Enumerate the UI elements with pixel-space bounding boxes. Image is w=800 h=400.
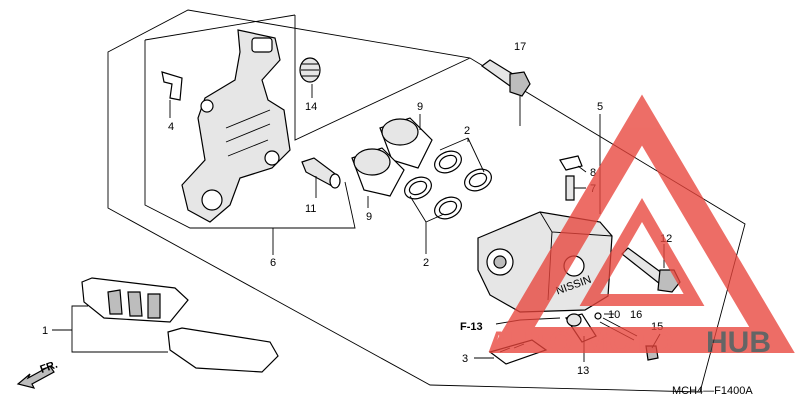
label-part-3: 3: [462, 353, 468, 365]
label-part-14: 14: [305, 101, 317, 113]
label-part-4: 4: [168, 121, 174, 133]
label-part-2-lower: 2: [423, 257, 429, 269]
assembly-outline: [107, 9, 746, 393]
leader-lines: [52, 84, 665, 362]
label-part-6: 6: [270, 257, 276, 269]
part-labels: 1 2 2 3 4 5 6 7 8 9 9 10 11 12 13 14 15 …: [39, 41, 754, 397]
watermark-text-hub: HUB: [706, 326, 771, 359]
label-part-8: 8: [590, 167, 596, 179]
label-part-9-lower: 9: [366, 211, 372, 223]
pin-bolt[interactable]: [301, 157, 341, 189]
reference-label: F-13: [460, 321, 483, 333]
label-part-11: 11: [305, 203, 316, 215]
label-part-13: 13: [577, 365, 589, 377]
label-part-5: 5: [597, 101, 603, 113]
front-label: FR.: [39, 359, 60, 376]
label-part-10: 10: [608, 309, 620, 321]
watermark-triangle-icon: [489, 94, 795, 353]
caliper-bolt-upper[interactable]: [480, 59, 531, 97]
label-part-1: 1: [42, 325, 48, 337]
caliper-bracket[interactable]: [181, 29, 291, 223]
label-part-16: 16: [630, 309, 642, 321]
label-part-9-upper: 9: [417, 101, 423, 113]
front-direction-arrow-icon: [16, 365, 55, 389]
brake-pad-lower[interactable]: [167, 327, 279, 373]
watermark-text-moto: MOTO: [584, 326, 673, 359]
piston-lower[interactable]: [351, 147, 405, 197]
piston-seal-set[interactable]: [401, 147, 495, 223]
watermark-logo: AUTO MOTO HUB: [488, 94, 795, 359]
label-part-17: 17: [514, 41, 526, 53]
bleeder-screw[interactable]: [565, 175, 575, 201]
boot[interactable]: [299, 57, 321, 83]
piston-upper[interactable]: [379, 117, 433, 169]
label-part-2-upper: 2: [464, 125, 470, 137]
diagram-code: MCH4—F1400A: [672, 385, 753, 397]
brake-pad-upper[interactable]: [81, 277, 189, 323]
pad-spring[interactable]: [161, 71, 183, 101]
watermark-text-auto: AUTO: [488, 326, 572, 359]
bleeder-cap[interactable]: [559, 155, 583, 171]
o-ring-10[interactable]: [594, 312, 602, 320]
